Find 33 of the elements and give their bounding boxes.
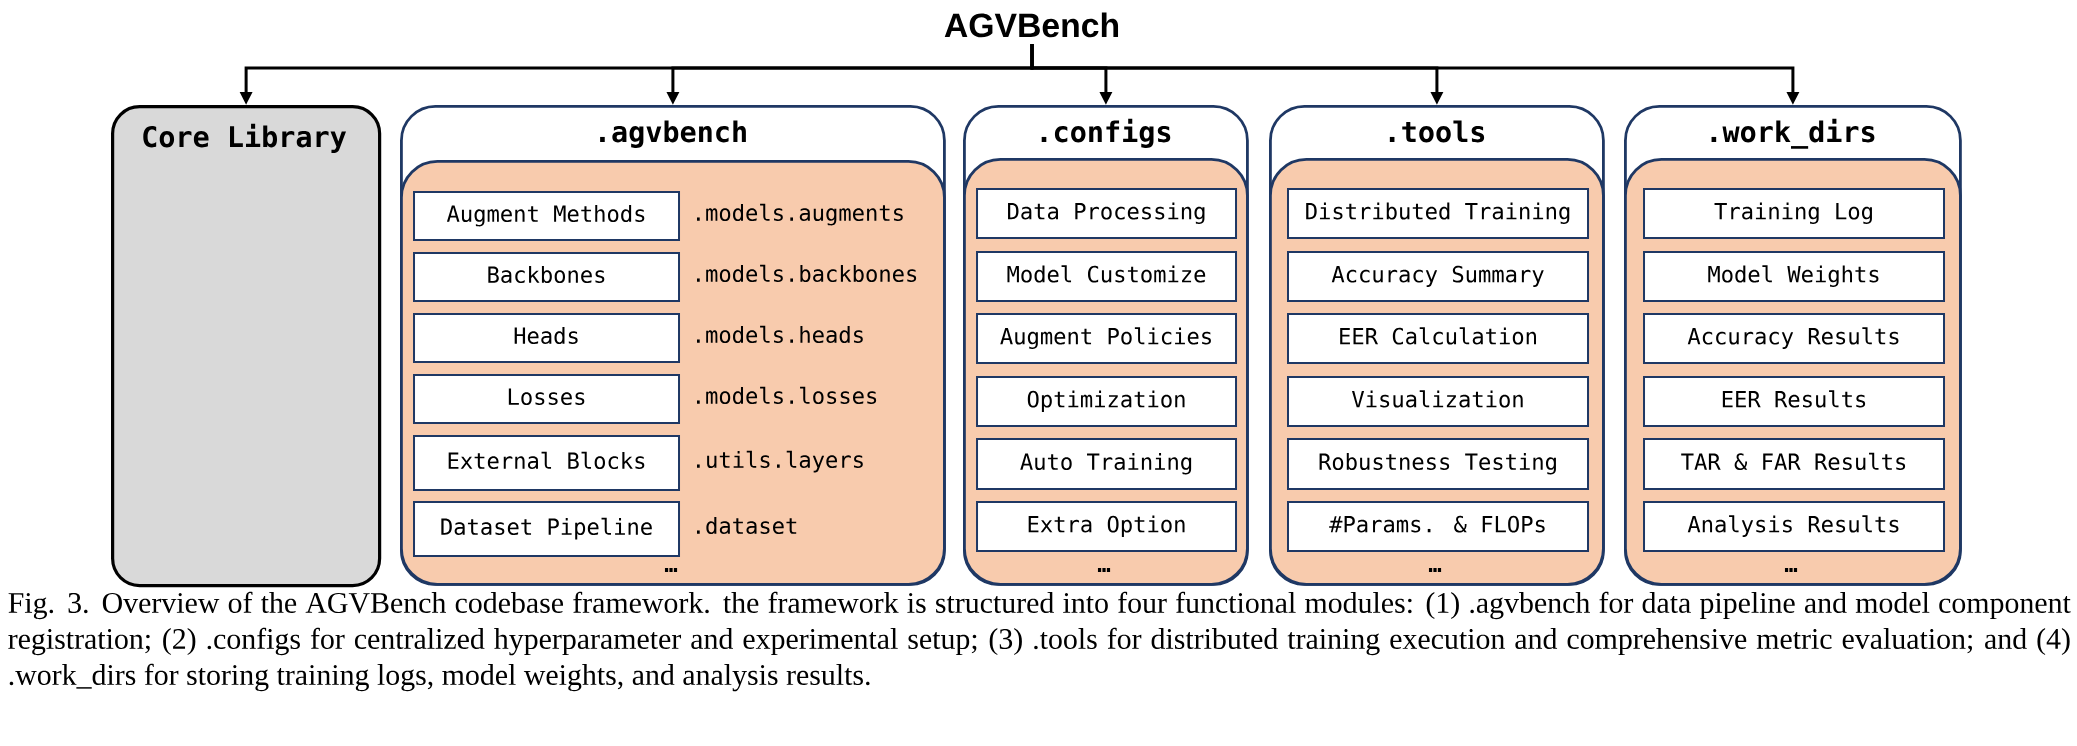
item-box: Model Customize (976, 251, 1237, 302)
item-box: Optimization (976, 376, 1237, 427)
item-box: Model Weights (1643, 251, 1945, 302)
item-box: Heads (413, 313, 680, 363)
item-box: Auto Training (976, 438, 1237, 490)
item-box: EER Calculation (1287, 313, 1589, 364)
item-box: Training Log (1643, 188, 1945, 239)
item-box: Augment Methods (413, 191, 680, 241)
path-label: .models.heads (697, 325, 863, 344)
library-box: Core Library (111, 105, 382, 588)
path-label: .utils.layers (697, 450, 863, 473)
item-box: Analysis Results (1643, 501, 1945, 552)
item-box: Robustness Testing (1287, 438, 1589, 490)
item-box: Visualization (1287, 376, 1589, 427)
path-label: .models.backbones (697, 264, 917, 283)
item-box: External Blocks (413, 435, 680, 491)
path-label: .models.augments (697, 203, 903, 226)
item-box: Backbones (413, 252, 680, 302)
caption: Fig. 3. Overview of the AGVBench codebase framework. the framework is structured into four functional modules: (1) .agvbench for data pipeline and model component registration; (2) .configs for centralized hyperparameter and experimental setup; (3) .tools for distributed training execution and comprehensive metric evaluation; and (4) .work_dirs for storing training logs, model weights, and analysis results. (8, 591, 2071, 692)
item-box: EER Results (1643, 376, 1945, 427)
title: AGVBench (944, 12, 1119, 38)
item-box: Accuracy Summary (1287, 251, 1589, 302)
path-label: .models.losses (697, 386, 877, 405)
item-box: Accuracy Results (1643, 313, 1945, 364)
item-box: Losses (413, 374, 680, 424)
item-box: Augment Policies (976, 313, 1237, 364)
item-box: Extra Option (976, 501, 1237, 552)
item-box: #Params. & FLOPs (1287, 501, 1589, 552)
item-box: Data Processing (976, 188, 1237, 239)
item-box: Dataset Pipeline (413, 501, 680, 557)
item-box: TAR & FAR Results (1643, 438, 1945, 490)
path-label: .dataset (697, 516, 797, 535)
item-box: Distributed Training (1287, 188, 1589, 239)
